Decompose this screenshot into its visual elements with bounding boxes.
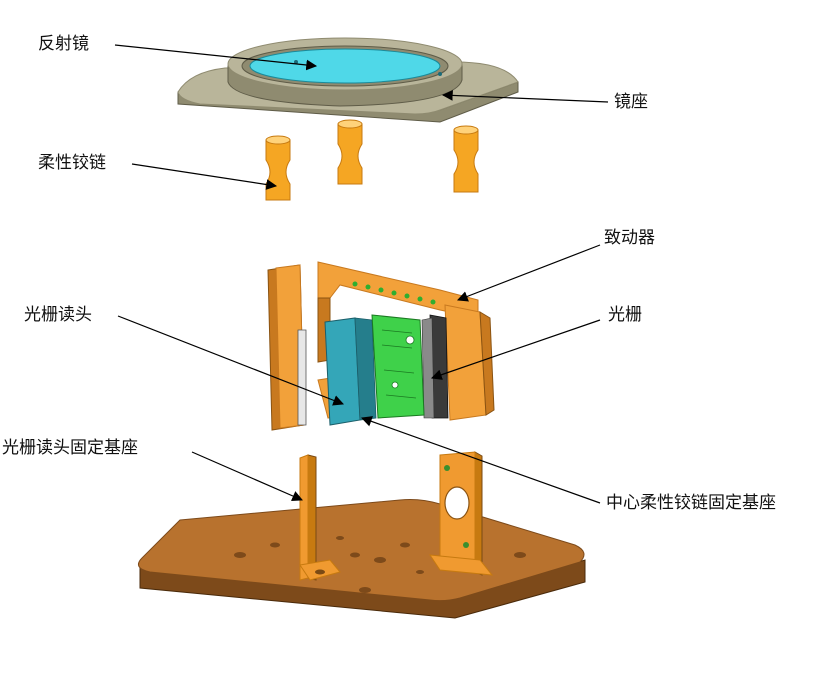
base-plate-holes <box>234 536 526 593</box>
label-grating: 光栅 <box>608 305 642 325</box>
leader-grating-head <box>117 315 345 406</box>
grating-head-base <box>299 454 341 581</box>
actuator-assembly <box>267 261 495 431</box>
leader-actuator <box>456 244 601 302</box>
flexure-hinge-2 <box>337 119 363 185</box>
leader-grating <box>430 319 601 380</box>
label-grating-head: 光栅读头 <box>24 305 92 325</box>
center-hinge-base <box>428 451 494 576</box>
label-center-hinge-base: 中心柔性铰链固定基座 <box>606 493 776 513</box>
label-mirror-seat: 镜座 <box>614 92 648 112</box>
label-reflector: 反射镜 <box>38 34 89 54</box>
label-flexure-hinge: 柔性铰链 <box>38 153 106 173</box>
label-head-base: 光栅读头固定基座 <box>2 438 138 458</box>
leader-lines <box>114 44 609 504</box>
leader-head-base <box>191 451 303 502</box>
leader-mirror-seat <box>441 90 609 103</box>
leader-reflector <box>114 44 318 71</box>
flexure-hinge-3 <box>453 125 479 193</box>
base-plate <box>137 499 586 619</box>
reflector <box>249 48 442 84</box>
leader-center-hinge-base <box>360 416 601 504</box>
flexure-hinge-1 <box>265 135 291 201</box>
label-actuator: 致动器 <box>604 228 655 248</box>
leader-flexure-hinge <box>131 163 278 190</box>
